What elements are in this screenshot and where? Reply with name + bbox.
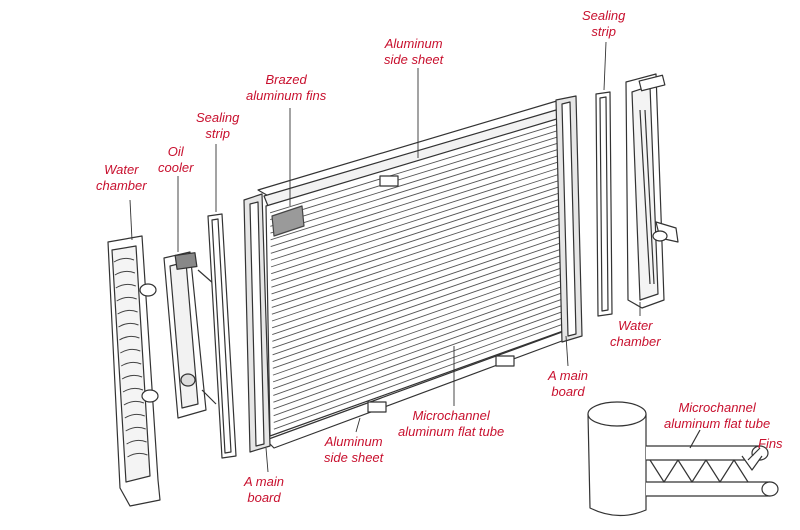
brazed-fin-patch xyxy=(271,205,305,237)
flat-tube-line xyxy=(271,204,561,302)
chamber-rib xyxy=(126,439,147,445)
chamber-rib xyxy=(118,322,139,328)
chamber-rib xyxy=(120,361,142,367)
flat-tube-line xyxy=(272,279,563,383)
chamber-rib xyxy=(120,348,141,354)
sealing-strip-right xyxy=(595,91,613,317)
water-chamber-left xyxy=(107,235,161,507)
flat-tube-line xyxy=(270,142,559,234)
flat-tube-line xyxy=(271,198,561,295)
chamber-rib xyxy=(127,452,148,458)
inset-tube-diagram xyxy=(587,401,779,517)
flat-tube-line xyxy=(273,310,564,417)
flat-tube-line xyxy=(270,167,560,261)
flat-tube-line xyxy=(270,136,559,227)
flat-tube-line xyxy=(270,161,560,254)
flat-tube-line xyxy=(271,211,561,308)
flat-tube-line xyxy=(272,254,563,356)
chamber-rib xyxy=(117,309,138,315)
label-sealing-strip-right: Sealing strip xyxy=(582,8,626,39)
radiator-core xyxy=(243,95,583,453)
flat-tube-line xyxy=(273,285,563,390)
chamber-rib xyxy=(123,400,145,406)
label-inset-tube: Microchannel aluminum flat tube xyxy=(664,400,771,431)
flat-tube-line xyxy=(270,148,560,241)
flat-tube-line xyxy=(272,260,563,363)
oil-cooler xyxy=(163,251,217,419)
label-main-board-left: A main board xyxy=(244,474,284,505)
flat-tube-line xyxy=(273,317,564,423)
label-water-chamber-right: Water chamber xyxy=(610,318,661,349)
label-sealing-strip-left: Sealing strip xyxy=(196,110,240,141)
label-water-chamber-left: Water chamber xyxy=(96,162,147,193)
flat-tube-line xyxy=(273,292,564,396)
chamber-rib xyxy=(113,257,135,263)
flat-tube-line xyxy=(272,236,562,335)
label-side-sheet-top: Aluminum side sheet xyxy=(384,36,444,67)
bracket xyxy=(367,401,387,413)
flat-tube-line xyxy=(269,123,559,214)
leader-lines xyxy=(129,41,641,473)
flat-tube-line xyxy=(272,273,563,376)
flat-tube-line xyxy=(271,217,561,315)
label-microchannel-tube: Microchannel aluminum flat tube xyxy=(398,408,505,439)
flat-tube-line xyxy=(273,304,564,410)
chamber-rib xyxy=(125,426,146,432)
chamber-rib xyxy=(124,413,145,419)
chamber-rib xyxy=(121,374,143,380)
chamber-rib xyxy=(114,270,136,276)
flat-tube-line xyxy=(271,186,561,281)
flat-tube-line xyxy=(273,323,564,430)
label-inset-fins: Fins xyxy=(758,436,783,451)
water-chamber-right xyxy=(625,73,679,309)
flat-tube-line xyxy=(271,223,562,322)
flat-tube-line xyxy=(273,298,564,403)
flat-tube-line xyxy=(272,267,563,369)
flat-tube-line xyxy=(270,154,560,248)
flat-tube-line xyxy=(270,173,560,268)
bracket xyxy=(379,175,399,187)
chamber-rib xyxy=(116,296,137,302)
flat-tube-line xyxy=(270,130,559,220)
chamber-rib xyxy=(119,335,140,341)
label-brazed-fins: Brazed aluminum fins xyxy=(246,72,327,103)
flat-tube-line xyxy=(272,248,562,349)
flat-tube-line xyxy=(272,242,562,342)
bracket xyxy=(495,355,515,367)
label-side-sheet-bottom: Aluminum side sheet xyxy=(324,434,384,465)
chamber-rib xyxy=(115,283,136,289)
flat-tube-line xyxy=(271,192,561,288)
sealing-strip-left xyxy=(207,213,237,459)
label-main-board-right: A main board xyxy=(548,368,588,399)
label-oil-cooler: Oil cooler xyxy=(158,144,194,175)
chamber-rib xyxy=(122,387,144,393)
flat-tube-line xyxy=(271,229,562,329)
flat-tube-line xyxy=(271,179,560,275)
